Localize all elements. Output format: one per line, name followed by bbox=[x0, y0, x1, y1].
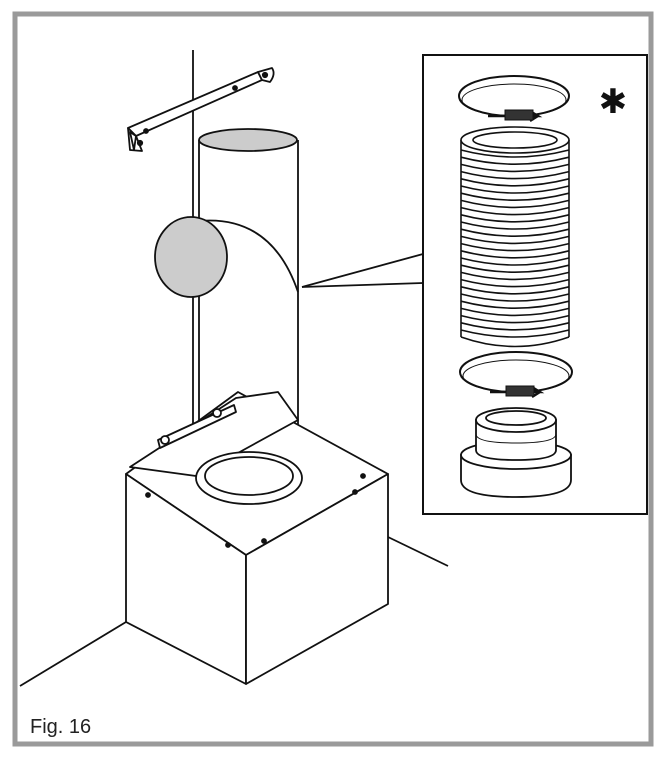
hose-corrugation bbox=[460, 278, 570, 288]
hood-outlet bbox=[195, 451, 303, 505]
hose-corrugation bbox=[460, 163, 570, 173]
hose-corrugation bbox=[460, 178, 570, 187]
bottom-hose-clamp bbox=[459, 351, 573, 399]
hose-corrugation bbox=[460, 307, 570, 317]
hose-corrugation bbox=[460, 199, 570, 209]
mounting-bracket bbox=[127, 67, 275, 152]
figure-caption: Fig. 16 bbox=[30, 716, 92, 738]
hose-corrugation bbox=[460, 156, 570, 165]
hose-bottom-edge bbox=[460, 336, 570, 348]
hose-corrugation bbox=[460, 271, 570, 281]
hose-corrugation bbox=[460, 228, 570, 237]
hose-corrugation bbox=[460, 242, 570, 252]
detail-callout-box: ✱ bbox=[422, 54, 648, 515]
hose-corrugation bbox=[460, 192, 570, 201]
top-hose-clamp bbox=[458, 75, 570, 123]
hose-corrugation bbox=[460, 314, 570, 324]
side-outlet bbox=[154, 216, 299, 298]
hose-corrugation bbox=[460, 235, 570, 245]
hose-corrugation bbox=[460, 329, 570, 338]
hose-corrugation bbox=[460, 322, 570, 331]
hose-corrugation bbox=[460, 206, 570, 216]
hose-corrugation bbox=[460, 286, 570, 295]
hose-corrugation bbox=[460, 214, 570, 223]
hose-corrugation bbox=[460, 170, 570, 180]
hose-corrugation bbox=[460, 257, 570, 266]
flexible-hose bbox=[460, 126, 570, 348]
hose-corrugation bbox=[460, 185, 570, 194]
hose-corrugation bbox=[460, 149, 570, 158]
asterisk-marker: ✱ bbox=[599, 82, 628, 122]
hose-corrugation bbox=[460, 293, 570, 302]
hose-corrugation bbox=[460, 264, 570, 273]
hose-corrugation bbox=[460, 250, 570, 259]
outlet-adapter bbox=[460, 407, 572, 498]
hose-corrugation bbox=[460, 300, 570, 309]
callout-pointer bbox=[301, 253, 424, 288]
hose-corrugation bbox=[460, 221, 570, 230]
